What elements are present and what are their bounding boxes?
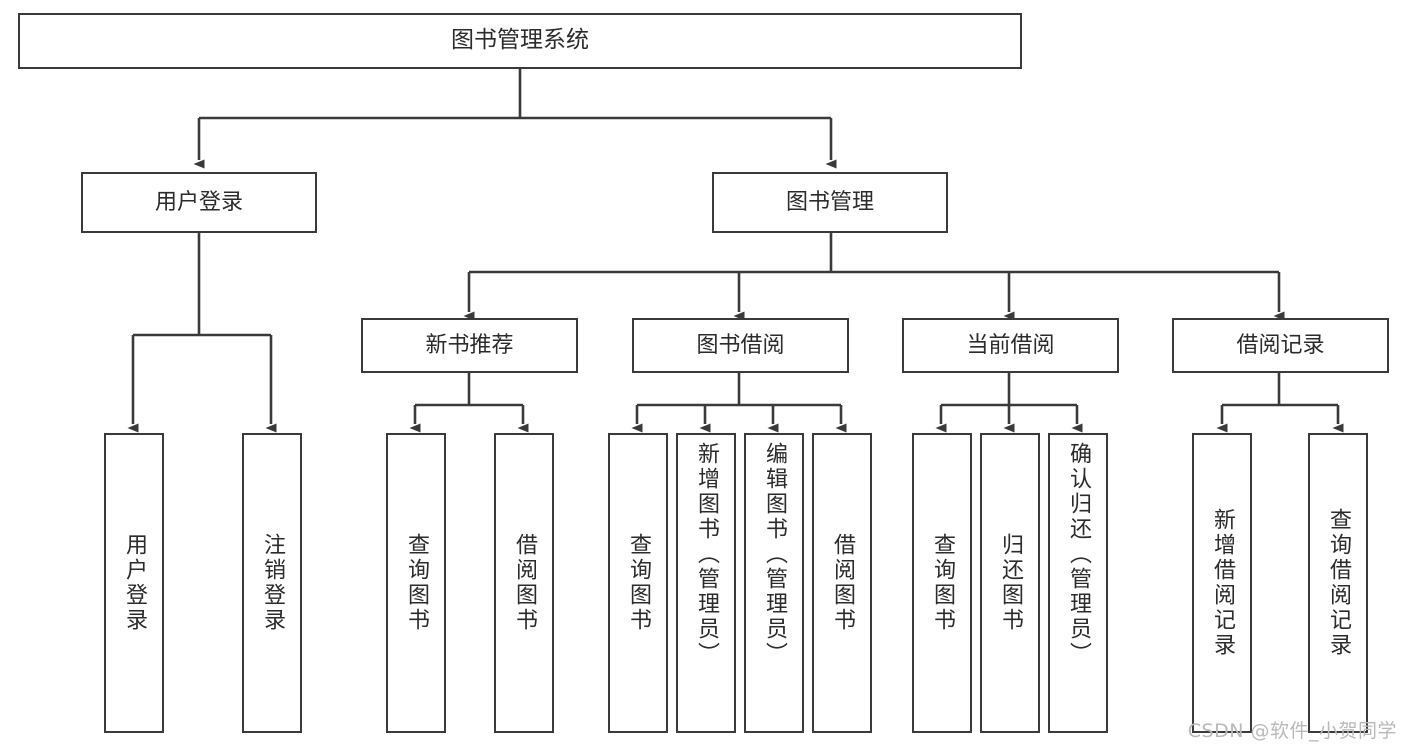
node-user-login[interactable]: 用户登录 (81, 172, 317, 233)
leaf-bookborrow-add-book-label: 新增图书（管理员） (694, 442, 719, 667)
node-current-borrow-label: 当前借阅 (966, 332, 1055, 358)
node-book-borrow[interactable]: 图书借阅 (632, 318, 849, 373)
leaf-currentborrow-confirm-return-label: 确认归还（管理员） (1066, 442, 1091, 667)
leaf-newbook-query-book-label: 查询图书 (404, 533, 429, 633)
leaf-user-login-label: 用户登录 (122, 533, 147, 633)
leaf-bookborrow-add-book[interactable]: 新增图书（管理员） (676, 433, 736, 733)
node-root[interactable]: 图书管理系统 (18, 13, 1022, 69)
node-user-login-label: 用户登录 (154, 189, 243, 215)
leaf-bookborrow-query-book[interactable]: 查询图书 (608, 433, 668, 733)
leaf-bookborrow-borrow-book[interactable]: 借阅图书 (812, 433, 872, 733)
node-new-book-recommend-label: 新书推荐 (425, 332, 514, 358)
leaf-newbook-query-book[interactable]: 查询图书 (386, 433, 446, 733)
leaf-logout-label: 注销登录 (260, 533, 285, 633)
leaf-borrowrecord-query-label: 查询借阅记录 (1326, 508, 1351, 658)
leaf-currentborrow-query-book[interactable]: 查询图书 (912, 433, 972, 733)
leaf-currentborrow-return-book-label: 归还图书 (998, 533, 1023, 633)
node-borrow-record[interactable]: 借阅记录 (1172, 318, 1389, 373)
leaf-borrowrecord-add-label: 新增借阅记录 (1210, 508, 1235, 658)
node-current-borrow[interactable]: 当前借阅 (902, 318, 1119, 373)
node-book-management[interactable]: 图书管理 (712, 172, 948, 233)
leaf-borrowrecord-add[interactable]: 新增借阅记录 (1192, 433, 1252, 733)
node-root-label: 图书管理系统 (451, 27, 589, 54)
watermark-text: CSDN @软件_小贺同学 (1187, 720, 1397, 742)
leaf-bookborrow-query-book-label: 查询图书 (626, 533, 651, 633)
node-book-management-label: 图书管理 (785, 189, 874, 215)
node-book-borrow-label: 图书借阅 (696, 332, 785, 358)
node-borrow-record-label: 借阅记录 (1236, 332, 1325, 358)
leaf-currentborrow-return-book[interactable]: 归还图书 (980, 433, 1040, 733)
leaf-currentborrow-query-book-label: 查询图书 (930, 533, 955, 633)
leaf-bookborrow-borrow-book-label: 借阅图书 (830, 533, 855, 633)
leaf-newbook-borrow-book[interactable]: 借阅图书 (494, 433, 554, 733)
leaf-logout[interactable]: 注销登录 (242, 433, 302, 733)
leaf-bookborrow-edit-book[interactable]: 编辑图书（管理员） (744, 433, 804, 733)
leaf-borrowrecord-query[interactable]: 查询借阅记录 (1308, 433, 1368, 733)
leaf-user-login[interactable]: 用户登录 (104, 433, 164, 733)
node-new-book-recommend[interactable]: 新书推荐 (361, 318, 578, 373)
leaf-newbook-borrow-book-label: 借阅图书 (512, 533, 537, 633)
leaf-bookborrow-edit-book-label: 编辑图书（管理员） (762, 442, 787, 667)
leaf-currentborrow-confirm-return[interactable]: 确认归还（管理员） (1048, 433, 1108, 733)
